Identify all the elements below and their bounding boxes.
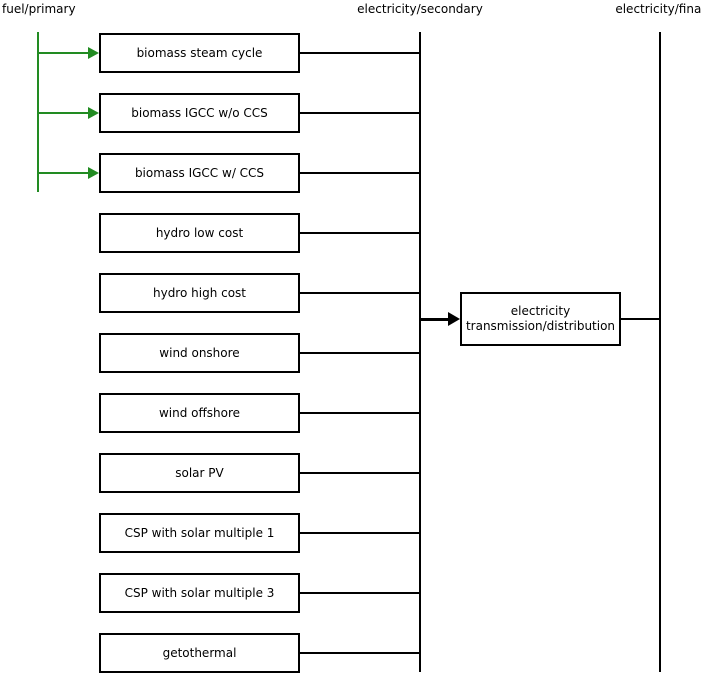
- output-connector: [300, 232, 420, 234]
- output-connector: [300, 412, 420, 414]
- tech-box-biomass-steam-cycle: biomass steam cycle: [99, 33, 300, 73]
- transmission-arrow-shaft: [420, 318, 450, 321]
- output-connector: [300, 652, 420, 654]
- output-connector: [300, 292, 420, 294]
- fuel-arrow-head-icon: [88, 167, 99, 179]
- tech-box-wind-offshore: wind offshore: [99, 393, 300, 433]
- transmission-distribution-box: electricity transmission/distribution: [460, 292, 621, 346]
- fuel-arrow-shaft: [38, 112, 88, 114]
- tech-label: wind offshore: [158, 406, 241, 420]
- tech-box-biomass-igcc-w-ccs: biomass IGCC w/ CCS: [99, 153, 300, 193]
- tech-box-getothermal: getothermal: [99, 633, 300, 673]
- tech-label: wind onshore: [159, 346, 240, 360]
- tech-label: biomass IGCC w/ CCS: [134, 166, 265, 180]
- output-connector: [300, 532, 420, 534]
- output-connector: [300, 52, 420, 54]
- tech-label: getothermal: [162, 646, 237, 660]
- tech-box-csp-solar-multiple-1: CSP with solar multiple 1: [99, 513, 300, 553]
- electricity-secondary-bus-line: [419, 32, 421, 672]
- tech-label: hydro high cost: [152, 286, 247, 300]
- fuel-arrow-head-icon: [88, 47, 99, 59]
- tech-label: CSP with solar multiple 1: [124, 526, 275, 540]
- tech-label: biomass IGCC w/o CCS: [131, 106, 268, 120]
- output-connector: [300, 592, 420, 594]
- tech-label: solar PV: [175, 466, 224, 480]
- column-header-fuel-primary: fuel/primary: [2, 2, 76, 16]
- tech-label: CSP with solar multiple 3: [124, 586, 275, 600]
- tech-box-hydro-high-cost: hydro high cost: [99, 273, 300, 313]
- tech-label: biomass steam cycle: [136, 46, 263, 60]
- column-header-electricity-secondary: electricity/secondary: [357, 2, 483, 16]
- tech-box-solar-pv: solar PV: [99, 453, 300, 493]
- output-connector: [300, 352, 420, 354]
- tech-box-biomass-igcc-wo-ccs: biomass IGCC w/o CCS: [99, 93, 300, 133]
- transmission-arrow-head-icon: [448, 312, 460, 326]
- transmission-label-line1: electricity: [510, 304, 571, 318]
- output-connector: [300, 172, 420, 174]
- tech-box-hydro-low-cost: hydro low cost: [99, 213, 300, 253]
- fuel-arrow-shaft: [38, 52, 88, 54]
- electricity-final-bus-line: [659, 32, 661, 672]
- tech-box-csp-solar-multiple-3: CSP with solar multiple 3: [99, 573, 300, 613]
- transmission-label-line2: transmission/distribution: [465, 319, 616, 333]
- tech-label: hydro low cost: [155, 226, 244, 240]
- output-connector: [300, 472, 420, 474]
- tech-box-wind-onshore: wind onshore: [99, 333, 300, 373]
- fuel-arrow-head-icon: [88, 107, 99, 119]
- column-header-electricity-final: electricity/final: [615, 2, 702, 16]
- final-connector: [621, 318, 660, 320]
- output-connector: [300, 112, 420, 114]
- fuel-arrow-shaft: [38, 172, 88, 174]
